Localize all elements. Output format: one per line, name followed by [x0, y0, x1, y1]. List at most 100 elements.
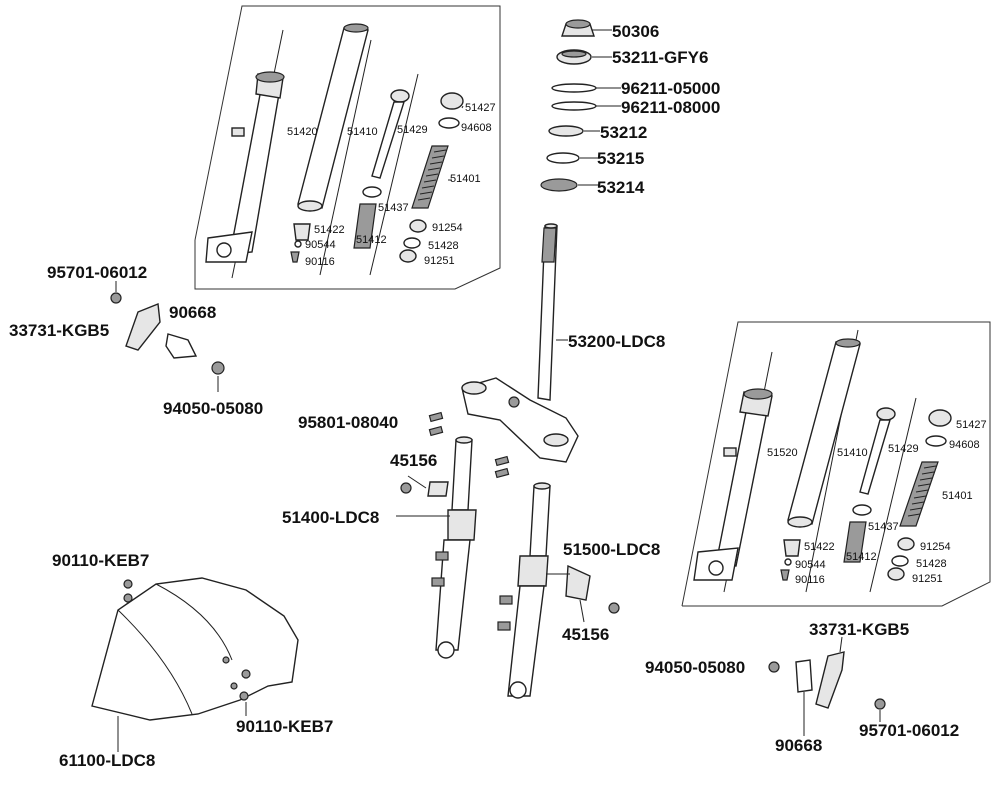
label-90668-right: 90668 — [775, 736, 822, 755]
steering-stem-assembly: 53200-LDC8 — [461, 223, 665, 463]
label-51422-left: 51422 — [314, 224, 345, 236]
reflector-33731-left — [125, 303, 161, 351]
reflector-33731-right — [815, 651, 845, 709]
damper-rod-left — [371, 89, 410, 179]
nut-91254-right — [897, 537, 915, 551]
label-51429-right: 51429 — [888, 443, 919, 455]
fork-outer-tube-right — [693, 388, 773, 581]
fork-leg-51400: 45156 51400-LDC8 — [282, 436, 477, 659]
label-51427-right: 51427 — [956, 419, 987, 431]
fork-inner-tube-right — [787, 338, 861, 528]
piece-51422-right — [783, 539, 801, 557]
fork-cap-51427-right — [928, 409, 952, 427]
label-91251-right: 91251 — [912, 573, 943, 585]
label-51401-right: 51401 — [942, 490, 973, 502]
label-51520-right: 51520 — [767, 447, 798, 459]
screw-90110-top-1 — [123, 579, 133, 589]
label-51428-left: 51428 — [428, 240, 459, 252]
label-90116-left: 90116 — [305, 256, 335, 268]
bearing-96211-05000 — [551, 83, 597, 93]
bearing-96211-08000 — [551, 101, 597, 111]
bolt-90116-right — [780, 569, 790, 581]
nut-94050-left — [211, 361, 225, 375]
label-94050-right: 94050-05080 — [645, 658, 745, 677]
label-53212: 53212 — [600, 123, 647, 142]
bolts-95801: 95801-08040 — [298, 411, 510, 479]
race-53215 — [546, 152, 580, 164]
oring-94608-left — [438, 117, 460, 129]
label-90544-left: 90544 — [305, 239, 336, 251]
nut-91254-left — [409, 219, 427, 233]
washer-51428-left — [403, 237, 421, 249]
label-53215: 53215 — [597, 149, 644, 168]
bolt-45156-right — [608, 602, 620, 614]
fork-spring-left — [411, 145, 449, 209]
label-51410-right: 51410 — [837, 447, 868, 459]
label-53214: 53214 — [597, 178, 645, 197]
label-51500: 51500-LDC8 — [563, 540, 660, 559]
label-90110-top: 90110-KEB7 — [52, 551, 149, 570]
oring-94608-right — [925, 435, 947, 447]
label-51429-left: 51429 — [397, 124, 428, 136]
seal-91251-right — [887, 567, 905, 581]
damper-rod-right — [859, 407, 896, 495]
label-53200: 53200-LDC8 — [568, 332, 665, 351]
clip-45156-left — [427, 481, 449, 497]
washer-51428-right — [891, 555, 909, 567]
screw-90110-side-2 — [239, 691, 249, 701]
front-fender-61100: 90110-KEB7 90110-KEB7 61100-LDC8 — [52, 551, 333, 770]
label-90544-right: 90544 — [795, 559, 826, 571]
rebound-spring-left — [353, 203, 377, 249]
ring-51437-right — [852, 504, 872, 516]
fork-leg-51500: 51500-LDC8 45156 — [497, 482, 660, 699]
screw-90110-side-1 — [241, 669, 251, 679]
label-51412-left: 51412 — [356, 234, 387, 246]
label-51437-right: 51437 — [868, 521, 899, 533]
bolt-90116-left — [290, 251, 300, 263]
label-96211-08000: 96211-08000 — [621, 98, 720, 117]
race-53214 — [540, 178, 578, 192]
right-fork-box: 51520 51410 51429 51427 94608 51401 5143… — [681, 321, 991, 607]
label-95701-right: 95701-06012 — [859, 721, 959, 740]
right-reflector-parts: 33731-KGB5 94050-05080 90668 95701-06012 — [645, 620, 959, 755]
label-51410-left: 51410 — [347, 126, 378, 138]
seal-91251-left — [399, 249, 417, 263]
rebound-spring-right — [843, 521, 867, 563]
fork-outer-tube-left — [205, 71, 285, 263]
label-51401-left: 51401 — [450, 173, 481, 185]
fork-inner-tube-left — [297, 23, 369, 212]
label-94608-left: 94608 — [461, 122, 492, 134]
label-96211-05000: 96211-05000 — [621, 79, 720, 98]
fork-cap-51427-left — [440, 92, 464, 110]
bolt-45156-left — [400, 482, 412, 494]
label-95701-left: 95701-06012 — [47, 263, 147, 282]
label-91254-left: 91254 — [432, 222, 463, 234]
label-51400: 51400-LDC8 — [282, 508, 379, 527]
bracket-90668-right — [795, 659, 813, 693]
ring-51437-left — [362, 186, 382, 198]
label-45156-left: 45156 — [390, 451, 437, 470]
label-51422-right: 51422 — [804, 541, 835, 553]
label-90668-left: 90668 — [169, 303, 216, 322]
left-reflector-parts: 95701-06012 33731-KGB5 90668 94050-05080 — [9, 263, 263, 418]
piece-51422-left — [293, 223, 311, 241]
label-90110-side: 90110-KEB7 — [236, 717, 333, 736]
left-fork-box: 51420 51410 51429 51427 94608 51401 5143… — [194, 5, 501, 290]
nut-94050-right — [768, 661, 780, 673]
steering-bearing-stack: 50306 53211-GFY6 96211-05000 96211-08000… — [540, 19, 720, 197]
clip-45156-right — [565, 564, 591, 601]
bolt-95701-right — [874, 698, 886, 710]
label-94050-left: 94050-05080 — [163, 399, 263, 418]
label-90116-right: 90116 — [795, 574, 825, 586]
label-95801: 95801-08040 — [298, 413, 398, 432]
label-45156-right: 45156 — [562, 625, 609, 644]
screw-90110-top-2 — [123, 593, 133, 603]
label-94608-right: 94608 — [949, 439, 980, 451]
label-51420-left: 51420 — [287, 126, 318, 138]
label-50306: 50306 — [612, 22, 659, 41]
bolt-95701-left — [110, 292, 122, 304]
label-53211: 53211-GFY6 — [612, 48, 708, 67]
label-33731-right: 33731-KGB5 — [809, 620, 909, 639]
